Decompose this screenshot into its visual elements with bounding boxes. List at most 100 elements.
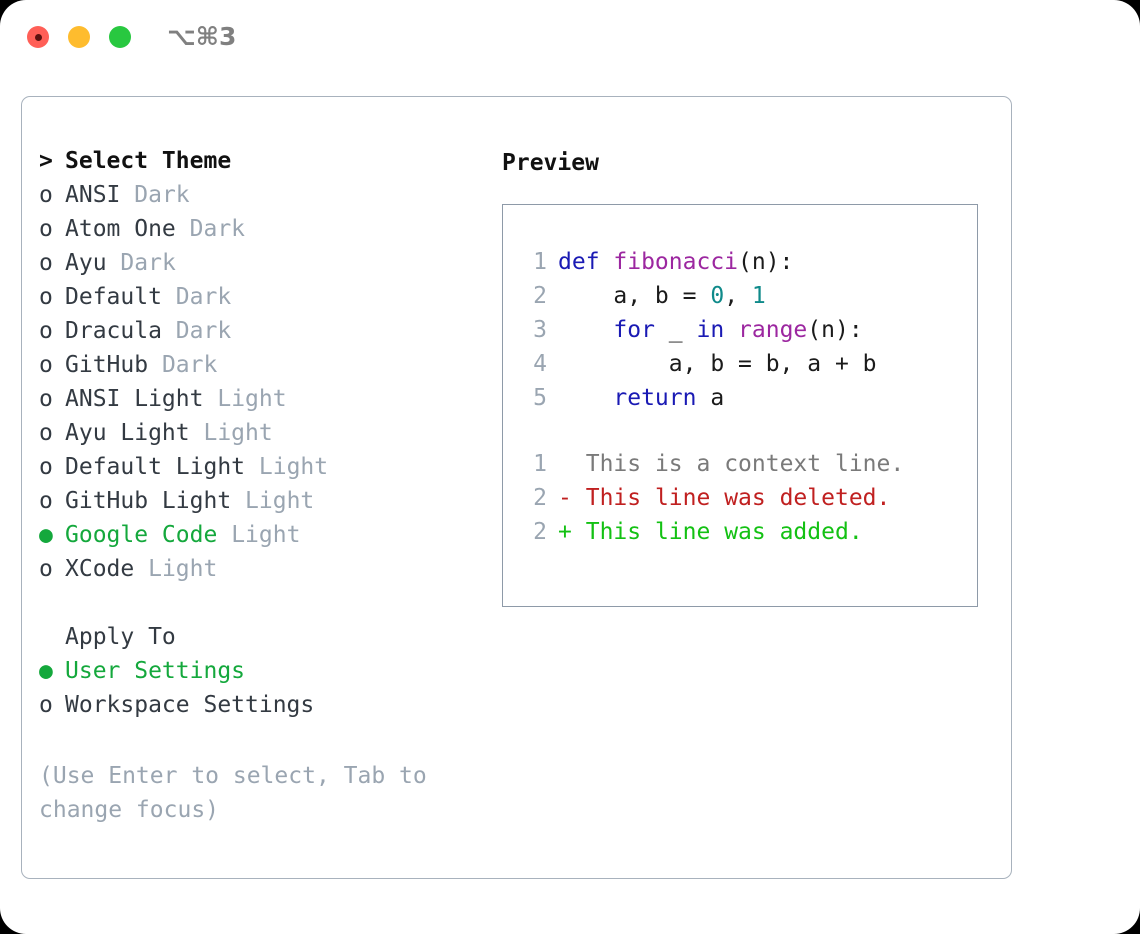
theme-label: Ayu <box>65 250 107 276</box>
diff-line-context: 1 This is a context line. <box>521 451 977 485</box>
code-diff-separator <box>521 419 977 451</box>
code-line: 5 return a <box>521 385 977 419</box>
radio-icon[interactable]: o <box>39 284 53 310</box>
theme-label: GitHub <box>65 352 149 378</box>
code-token: 1 <box>751 283 766 309</box>
theme-variant-label: Light <box>203 420 273 446</box>
diff-sign: - <box>558 485 572 511</box>
code-token: a <box>696 385 725 411</box>
radio-icon[interactable]: o <box>39 454 53 480</box>
theme-label: GitHub Light <box>65 488 232 514</box>
theme-label: Dracula <box>65 318 162 344</box>
apply-to-title: Apply To <box>65 624 176 650</box>
radio-icon[interactable]: o <box>39 386 53 412</box>
diff-text: This line was added. <box>585 519 863 545</box>
theme-option-default-light[interactable]: o Default Light Light <box>39 454 489 488</box>
line-number: 5 <box>533 385 547 411</box>
theme-variant-label: Dark <box>134 182 190 208</box>
theme-variant-label: Dark <box>120 250 176 276</box>
apply-to-header: Apply To <box>39 624 489 658</box>
apply-to-label: User Settings <box>65 658 246 684</box>
diff-sign: + <box>558 519 572 545</box>
theme-variant-label: Dark <box>189 216 246 242</box>
line-number: 3 <box>533 317 547 343</box>
code-token: a, b = b, a + b <box>558 351 877 377</box>
apply-to-option-workspace-settings[interactable]: o Workspace Settings <box>39 692 489 726</box>
preview-title: Preview <box>502 150 599 176</box>
window-controls <box>27 26 131 48</box>
theme-option-ayu-light[interactable]: o Ayu Light Light <box>39 420 489 454</box>
theme-option-ayu-dark[interactable]: o Ayu Dark <box>39 250 489 284</box>
select-theme-title: Select Theme <box>65 148 232 174</box>
diff-line-deleted: 2 - This line was deleted. <box>521 485 977 519</box>
theme-variant <box>190 420 204 446</box>
theme-label: ANSI Light <box>65 386 204 412</box>
code-token: , <box>724 283 752 309</box>
theme-variant-label: Light <box>231 522 301 548</box>
theme-label: Default Light <box>65 454 246 480</box>
maximize-button[interactable] <box>109 26 131 48</box>
theme-label: Google Code <box>65 522 218 548</box>
theme-variant-label: Light <box>148 556 218 582</box>
help-hint-text: (Use Enter to select, Tab to change focu… <box>39 763 441 823</box>
theme-option-google-code[interactable]: ● Google Code Light <box>39 522 489 556</box>
title-bar: ⌥⌘3 <box>0 0 1140 78</box>
theme-label: XCode <box>65 556 135 582</box>
minimize-button[interactable] <box>68 26 90 48</box>
code-line: 3 for _ in range (n): <box>521 317 977 351</box>
radio-selected-icon[interactable]: ● <box>39 658 53 684</box>
code-token: (n): <box>807 317 863 343</box>
line-number: 1 <box>533 249 547 275</box>
theme-option-github-light[interactable]: o GitHub Light Light <box>39 488 489 522</box>
code-token: 0 <box>710 283 725 309</box>
theme-variant-label: Light <box>258 454 329 480</box>
radio-icon[interactable]: o <box>39 216 53 242</box>
line-number: 2 <box>533 485 547 511</box>
diff-line-added: 2 + This line was added. <box>521 519 977 553</box>
theme-option-atom-one-dark[interactable]: o Atom One Dark <box>39 216 489 250</box>
code-token: in <box>696 317 725 343</box>
theme-variant <box>245 454 259 480</box>
radio-icon[interactable]: o <box>39 420 53 446</box>
radio-icon[interactable]: o <box>39 318 53 344</box>
radio-icon[interactable]: o <box>39 352 53 378</box>
theme-variant <box>162 318 176 344</box>
diff-spacer <box>572 485 586 511</box>
theme-label: Ayu Light <box>65 420 190 446</box>
theme-option-github-dark[interactable]: o GitHub Dark <box>39 352 489 386</box>
select-theme-header: > Select Theme <box>39 148 489 182</box>
theme-label: Atom One <box>65 216 176 242</box>
radio-selected-icon[interactable]: ● <box>39 522 53 548</box>
diff-text: This line was deleted. <box>585 485 891 511</box>
code-token: return <box>613 385 697 411</box>
apply-to-option-user-settings[interactable]: ● User Settings <box>39 658 489 692</box>
list-spacer <box>39 590 489 624</box>
code-token: fibonacci <box>613 249 739 275</box>
theme-option-dracula-dark[interactable]: o Dracula Dark <box>39 318 489 352</box>
line-number: 2 <box>533 519 547 545</box>
theme-variant-label: Dark <box>175 318 232 344</box>
radio-icon[interactable]: o <box>39 488 53 514</box>
diff-sign <box>558 451 572 477</box>
theme-option-xcode-light[interactable]: o XCode Light <box>39 556 489 590</box>
theme-variant <box>231 488 245 514</box>
radio-icon[interactable]: o <box>39 250 53 276</box>
apply-to-label: Workspace Settings <box>65 692 315 718</box>
code-token: for <box>613 317 655 343</box>
radio-icon[interactable]: o <box>39 692 53 718</box>
radio-icon[interactable]: o <box>39 556 53 582</box>
code-token: _ <box>654 317 697 343</box>
code-token: (n): <box>738 249 794 275</box>
close-button[interactable] <box>27 26 49 48</box>
code-line: 1 def fibonacci (n): <box>521 249 977 283</box>
radio-icon[interactable]: o <box>39 182 53 208</box>
preview-pane: Preview 1 def fibonacci (n): 2 a, b = 0 … <box>502 148 992 607</box>
main-panel: > Select Theme o ANSI Dark o Atom One Da… <box>21 96 1012 879</box>
theme-variant <box>217 522 231 548</box>
keyboard-shortcut-label: ⌥⌘3 <box>167 22 237 51</box>
theme-option-ansi-light[interactable]: o ANSI Light Light <box>39 386 489 420</box>
theme-option-ansi-dark[interactable]: o ANSI Dark <box>39 182 489 216</box>
theme-option-default-dark[interactable]: o Default Dark <box>39 284 489 318</box>
line-number: 4 <box>533 351 547 377</box>
